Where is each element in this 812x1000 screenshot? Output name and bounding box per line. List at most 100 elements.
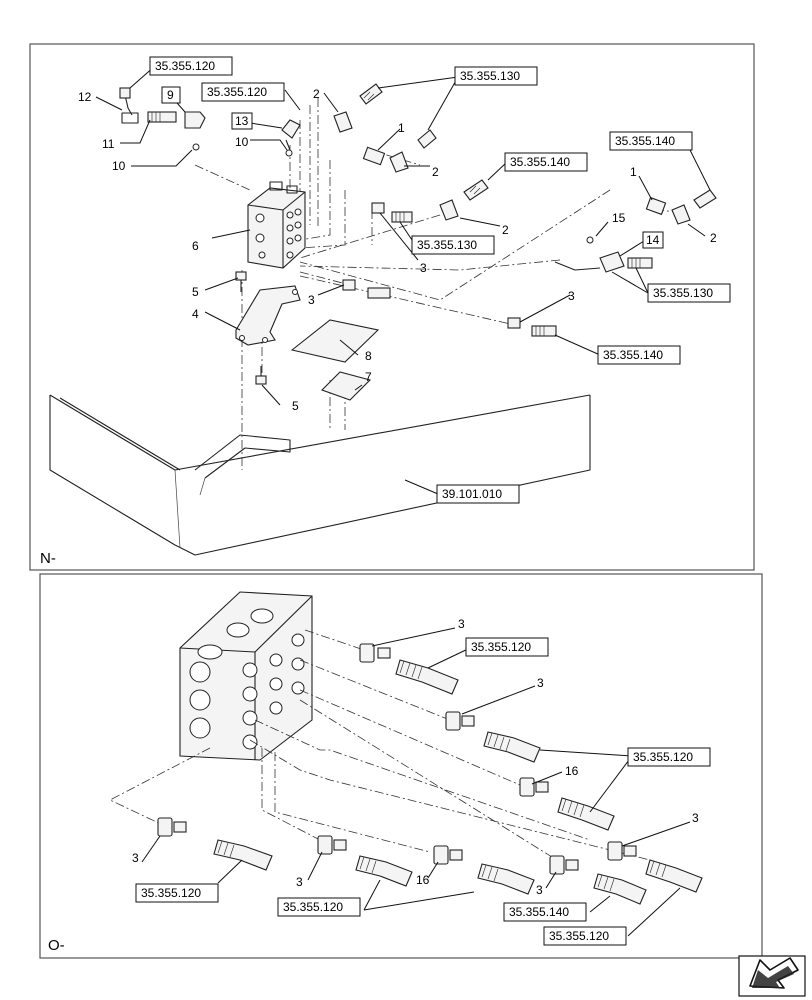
callout-1a: 1: [398, 121, 405, 135]
callout-3a: 3: [420, 261, 427, 275]
callout-10a: 10: [112, 159, 126, 173]
mounting-bracket: [235, 285, 301, 346]
ref-text-6: 35.355.130: [417, 238, 477, 252]
sensor-b-6: [355, 855, 413, 887]
callout-14: 14: [646, 233, 660, 247]
ref-text-9: 39.101.010: [442, 487, 502, 501]
ref-box-4: [609, 131, 693, 151]
ref-text-5: 35.355.140: [510, 155, 570, 169]
hose-end-2b: [417, 129, 437, 149]
ref-text-4: 35.355.140: [615, 134, 675, 148]
callout-13-box: [231, 112, 253, 130]
callout-4: 4: [192, 307, 199, 321]
ref-box-8: [597, 345, 681, 365]
pad-plate: [290, 319, 380, 363]
elbow-fitting-12: [119, 87, 139, 124]
sensor-b-3: [557, 797, 615, 831]
callout-1b: 1: [630, 165, 637, 179]
callout-6: 6: [192, 239, 199, 253]
callouts-bottom: 3 3 16 3 3 3 16 3: [132, 617, 699, 897]
seal-ring-10b: [285, 149, 293, 157]
machine-frame: [49, 394, 591, 556]
ref-box-5: [504, 152, 588, 172]
hose-end-2a: [359, 83, 383, 105]
bolt-top: [235, 271, 247, 292]
ref-box-b1: [465, 637, 549, 657]
ref-box-b5: [503, 902, 587, 922]
ref-box-b4: [277, 897, 361, 917]
callout-3b: 3: [308, 293, 315, 307]
bolt-bottom: [255, 366, 267, 385]
ref-box-7: [647, 283, 731, 303]
callout-b3c: 3: [692, 811, 699, 825]
ref-text-8: 35.355.140: [603, 348, 663, 362]
ref-text-b3: 35.355.120: [141, 886, 201, 900]
navigation-arrow-icon[interactable]: [738, 955, 806, 997]
adapter-b3c: [607, 841, 637, 861]
panel-n-frame: [29, 43, 755, 571]
callout-8: 8: [365, 349, 372, 363]
seal-ring-15: [586, 236, 594, 244]
ref-box-3: [454, 66, 538, 86]
callout-2c: 2: [502, 223, 509, 237]
adapter-b3d: [157, 817, 187, 837]
adapter-11: [147, 111, 177, 123]
adapter-3b: [342, 279, 391, 299]
hose-end-2c: [463, 179, 489, 201]
ref-box-9: [436, 484, 520, 504]
panel-n-label: N-: [40, 550, 56, 567]
callout-9: 9: [167, 88, 174, 102]
callout-2b: 2: [432, 165, 439, 179]
callout-13: 13: [235, 114, 249, 128]
elbow-fitting-2c: [439, 199, 459, 221]
ref-text-3: 35.355.130: [460, 69, 520, 83]
ref-text-b6: 35.355.120: [549, 929, 609, 943]
callouts-top: 1 1 2 2 2 2 3 3 3 4 5 5 6 7 8 9 10 10 11…: [78, 86, 717, 413]
valve-block: [247, 181, 306, 269]
adapter-b3f: [549, 855, 579, 875]
ref-box-b3: [135, 883, 219, 903]
hose-end-2d: [693, 189, 717, 209]
callout-b16a: 16: [565, 764, 579, 778]
ref-text-b5: 35.355.140: [509, 905, 569, 919]
callout-11: 11: [102, 137, 115, 151]
callout-5b: 5: [292, 399, 299, 413]
tee-fitting-9: [184, 111, 206, 129]
panel-o: O-: [39, 573, 763, 959]
ref-text-b2: 35.355.120: [633, 750, 693, 764]
elbow-fitting-13: [281, 119, 301, 151]
adapter-b3a: [359, 643, 391, 663]
sensor-b-4: [645, 859, 703, 893]
callout-10b: 10: [235, 135, 249, 149]
callout-12: 12: [78, 90, 92, 104]
tee-fitting-14: [599, 251, 653, 273]
callout-b16b: 16: [416, 873, 430, 887]
adapter-b16b: [433, 845, 463, 865]
panel-o-label: O-: [48, 937, 65, 954]
callout-b3b: 3: [537, 676, 544, 690]
callout-b3e: 3: [296, 875, 303, 889]
callout-7: 7: [365, 370, 372, 384]
ref-box-b2: [627, 747, 711, 767]
seal-ring-10a: [192, 143, 200, 151]
adapter-3a: [371, 202, 413, 223]
ref-box-b6: [543, 926, 627, 946]
straight-fitting-1b: [645, 196, 667, 216]
adapter-b3b: [445, 711, 475, 731]
callout-b3f: 3: [536, 883, 543, 897]
tube-line: [554, 261, 601, 271]
callout-14-box: [642, 231, 664, 249]
panel-n: N-: [29, 43, 755, 571]
refs-bottom: 35.355.120 35.355.120 35.355.120 35.355.…: [135, 637, 711, 946]
adapter-3c: [507, 317, 557, 337]
label-plate: [320, 371, 372, 401]
refs-top: 35.355.120 35.355.120 35.355.130 35.355.…: [149, 56, 731, 504]
callout-5a: 5: [192, 285, 199, 299]
straight-fitting-1a: [362, 146, 386, 166]
sensor-b-2: [483, 731, 541, 763]
leader-lines-bottom: [141, 627, 691, 937]
elbow-fitting-2d: [671, 204, 691, 225]
ref-text-2: 35.355.120: [207, 85, 267, 99]
ref-box-6: [411, 235, 495, 255]
